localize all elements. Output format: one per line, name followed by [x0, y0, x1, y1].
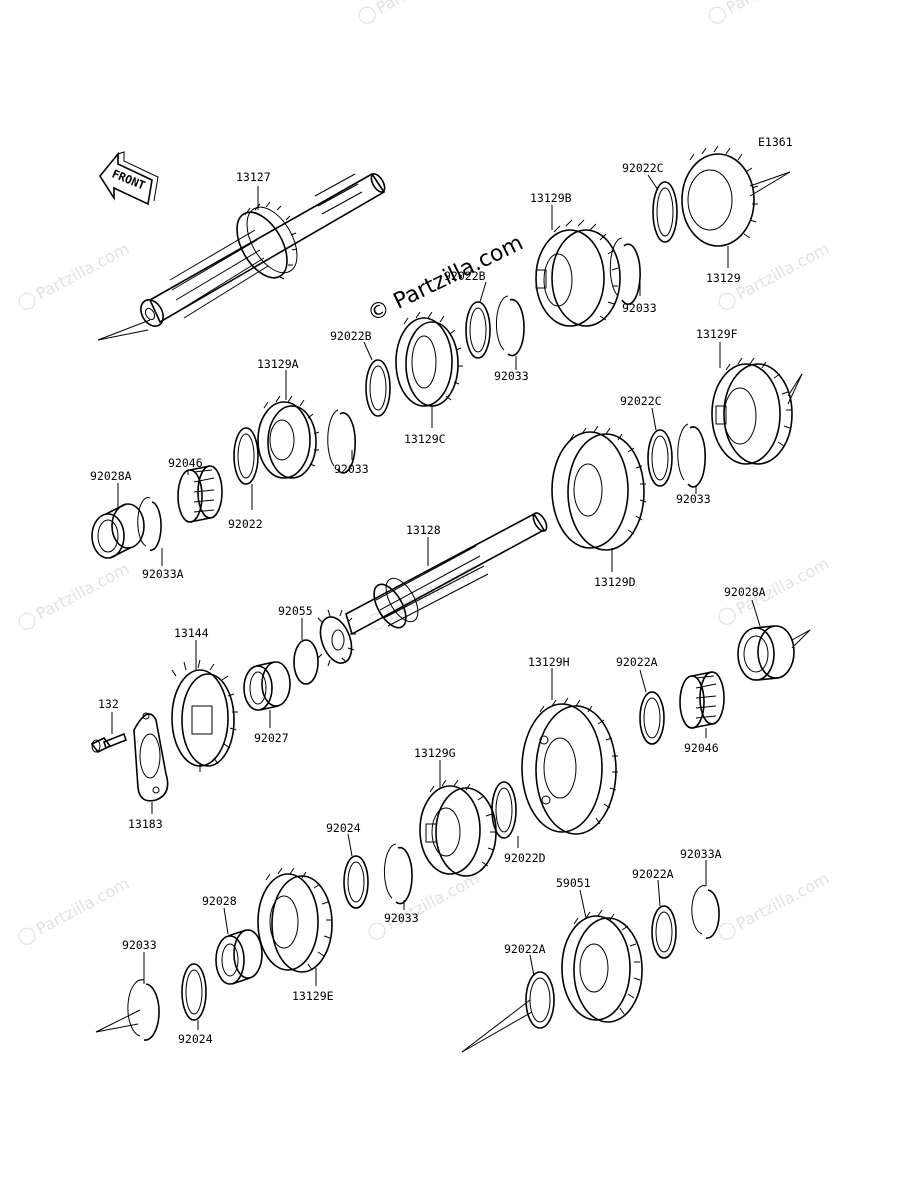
- watermark-layer: Partzilla.com Partzilla.com Partzilla.co…: [18, 0, 832, 945]
- label-92033A-b: 92033A: [680, 847, 722, 861]
- label-92028A-b: 92028A: [724, 585, 766, 599]
- output-shaft-13128[interactable]: [315, 511, 550, 668]
- watermark-text: Partzilla.com: [33, 874, 132, 939]
- circlip-92033A-a[interactable]: [137, 497, 162, 551]
- label-92055: 92055: [278, 604, 313, 618]
- label-92022A-c: 92022A: [504, 942, 546, 956]
- watermark-text: Partzilla.com: [33, 239, 132, 304]
- watermark-text: Partzilla.com: [33, 559, 132, 624]
- collar-92027[interactable]: [243, 661, 291, 711]
- label-13129G: 13129G: [414, 746, 456, 760]
- label-92022B-b: 92022B: [330, 329, 372, 343]
- label-13129: 13129: [706, 271, 741, 285]
- label-13129D: 13129D: [594, 575, 636, 589]
- label-92022C-b: 92022C: [620, 394, 662, 408]
- label-13129H: 13129H: [528, 655, 570, 669]
- washer-92022B-a[interactable]: [465, 301, 491, 359]
- circlip-92033A-b[interactable]: [691, 885, 720, 939]
- circlip-92033-e[interactable]: [383, 843, 413, 905]
- washer-92024-b[interactable]: [181, 963, 207, 1021]
- bearing-92046-b[interactable]: [679, 671, 725, 729]
- label-92033-d: 92033: [676, 492, 711, 506]
- label-92024-a: 92024: [326, 821, 361, 835]
- washer-92022[interactable]: [233, 427, 259, 485]
- circlip-92033-f[interactable]: [95, 979, 160, 1041]
- oring-92055[interactable]: [293, 639, 319, 685]
- label-92022A-b: 92022A: [632, 867, 674, 881]
- bearing-92046-a[interactable]: [177, 465, 223, 523]
- label-132: 132: [98, 697, 119, 711]
- label-13144: 13144: [174, 626, 209, 640]
- gear-13129C[interactable]: [395, 311, 463, 407]
- label-13183: 13183: [128, 817, 163, 831]
- bushing-92028A-a[interactable]: [91, 503, 145, 559]
- label-13129B: 13129B: [530, 191, 572, 205]
- label-92033-f: 92033: [122, 938, 157, 952]
- label-92022C-top: 92022C: [622, 161, 664, 175]
- washer-92022D[interactable]: [491, 781, 517, 839]
- circlip-92033-a[interactable]: [609, 237, 641, 305]
- label-59051: 59051: [556, 876, 591, 890]
- label-13129C: 13129C: [404, 432, 446, 446]
- sprocket-13144[interactable]: [171, 659, 238, 772]
- diagram-code: E1361: [758, 135, 793, 149]
- label-92046-a: 92046: [168, 456, 203, 470]
- label-92022A-a: 92022A: [616, 655, 658, 669]
- label-92033-b: 92033: [494, 369, 529, 383]
- gear-13129D[interactable]: [551, 425, 647, 551]
- label-92022: 92022: [228, 517, 263, 531]
- gear-13129F[interactable]: [711, 357, 803, 465]
- circlip-92033-d[interactable]: [677, 423, 706, 488]
- washer-92022C-top[interactable]: [652, 181, 678, 243]
- label-92028: 92028: [202, 894, 237, 908]
- label-13127: 13127: [236, 170, 271, 184]
- washer-92022A-b[interactable]: [651, 905, 677, 959]
- gear-13129[interactable]: [681, 145, 791, 247]
- washer-92022B-b[interactable]: [365, 359, 391, 417]
- label-92033-e: 92033: [384, 911, 419, 925]
- label-13129E: 13129E: [292, 989, 334, 1003]
- gear-13129G[interactable]: [419, 779, 497, 877]
- gear-13129H[interactable]: [521, 697, 618, 835]
- label-92024-b: 92024: [178, 1032, 213, 1046]
- washer-92022A-c[interactable]: [461, 971, 555, 1053]
- circlip-92033-b[interactable]: [495, 295, 525, 357]
- label-92033A-a: 92033A: [142, 567, 184, 581]
- label-92046-b: 92046: [684, 741, 719, 755]
- label-13128: 13128: [406, 523, 441, 537]
- watermark-text: Partzilla.com: [733, 239, 832, 304]
- gear-59051[interactable]: [561, 909, 643, 1023]
- bolt-132[interactable]: [90, 732, 127, 754]
- gear-13129A[interactable]: [257, 395, 320, 479]
- input-shaft-13127[interactable]: [97, 172, 387, 341]
- bushing-92028A-b[interactable]: [737, 625, 811, 681]
- label-92033-a: 92033: [622, 301, 657, 315]
- watermark-text: Partzilla.com: [733, 869, 832, 934]
- washer-92022C-b[interactable]: [647, 429, 673, 487]
- plate-13183[interactable]: [133, 712, 169, 802]
- label-92027: 92027: [254, 731, 289, 745]
- watermark-text: Partzilla.com: [723, 0, 822, 18]
- collar-92028[interactable]: [215, 929, 263, 985]
- label-92033-c: 92033: [334, 462, 369, 476]
- circlip-92033-c[interactable]: [327, 409, 356, 474]
- gear-13129E[interactable]: [257, 867, 333, 973]
- washer-92022A-a[interactable]: [639, 691, 665, 745]
- watermark-text: Partzilla.com: [373, 0, 472, 18]
- label-92022B-a: 92022B: [444, 269, 486, 283]
- label-92028A-a: 92028A: [90, 469, 132, 483]
- front-arrow-icon: FRONT: [99, 151, 159, 206]
- label-92022D: 92022D: [504, 851, 546, 865]
- gear-13129B[interactable]: [535, 219, 621, 327]
- label-13129A: 13129A: [257, 357, 299, 371]
- label-13129F: 13129F: [696, 327, 738, 341]
- washer-92024-a[interactable]: [343, 855, 369, 909]
